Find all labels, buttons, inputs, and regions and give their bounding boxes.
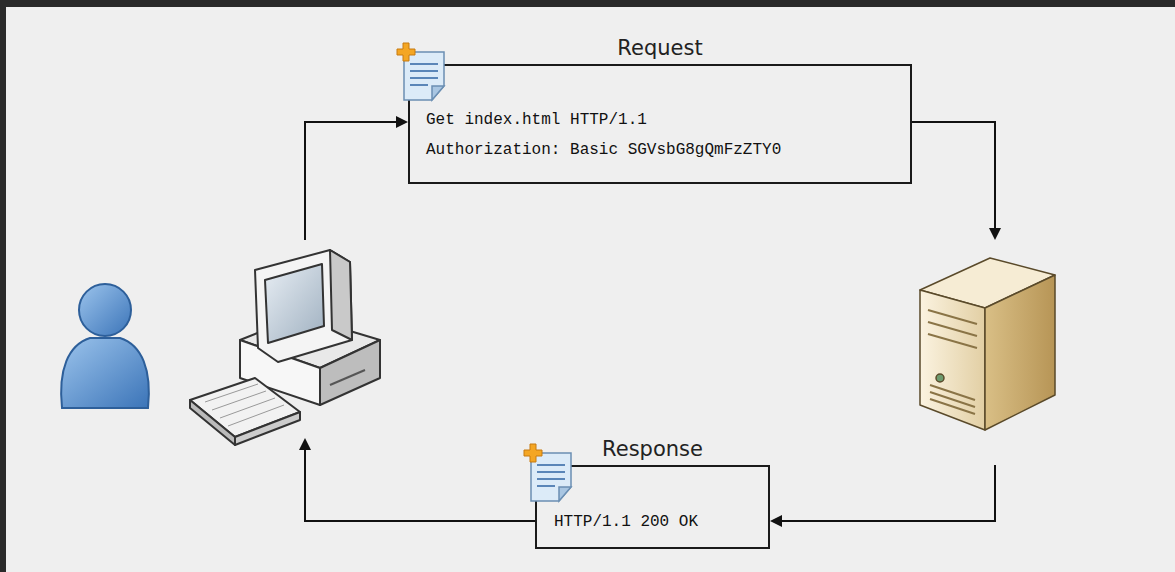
message-box: RequestGet index.html HTTP/1.1Authorizat… (408, 64, 912, 184)
http-line: Authorization: Basic SGVsbG8gQmFzZTY0 (426, 135, 894, 165)
http-line: Get index.html HTTP/1.1 (426, 105, 894, 135)
document-icon (396, 42, 458, 106)
computer-icon (190, 250, 380, 445)
user-icon (61, 284, 149, 408)
http-line: HTTP/1.1 200 OK (554, 507, 751, 537)
box-heading: Response (537, 437, 768, 461)
box-heading: Request (410, 36, 910, 60)
message-box: ResponseHTTP/1.1 200 OK (535, 465, 770, 549)
document-icon (523, 443, 585, 507)
server-icon (920, 258, 1055, 430)
